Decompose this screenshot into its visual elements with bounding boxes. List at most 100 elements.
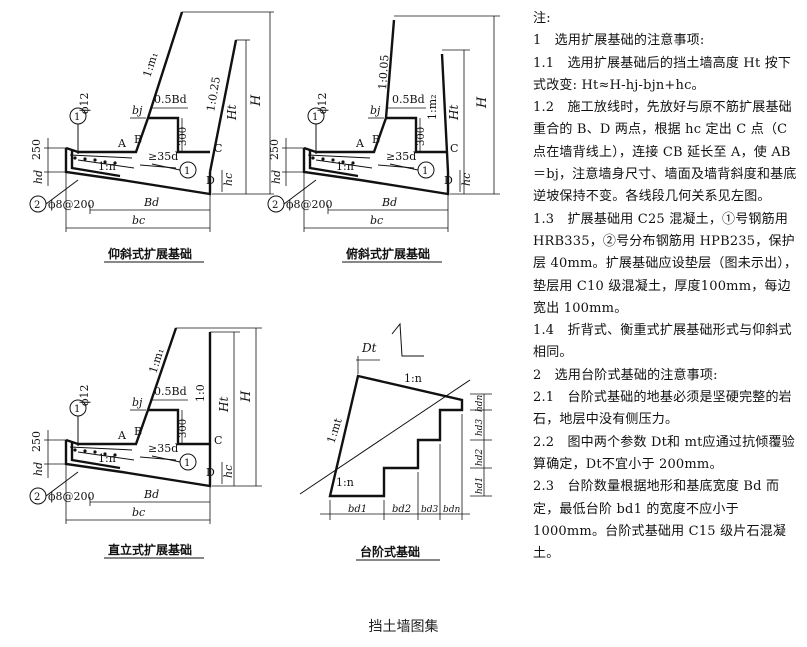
- p2-point-d: D: [444, 174, 453, 187]
- p1-point-c: C: [214, 142, 222, 155]
- p2-label-ht: Ht: [447, 105, 461, 121]
- p2-rebar-label: ϕ8@200: [286, 198, 333, 211]
- p4-label-bd3: bd3: [421, 505, 439, 515]
- p2-label-35d: ≥35d: [386, 150, 416, 163]
- notes-panel: 注: 1 选用扩展基础的注意事项: 1.1 选用扩展基础后的挡土墙高度 Ht 按…: [533, 8, 799, 565]
- p1-label-35d: ≥35d: [148, 150, 178, 163]
- p1-label-250: 250: [30, 139, 43, 160]
- p1-label-bj: bj: [132, 104, 143, 117]
- p1-label-ht: Ht: [225, 105, 239, 121]
- p2-point-c: C: [450, 142, 458, 155]
- figure-caption: 挡土墙图集: [368, 619, 439, 635]
- p2-label-phi12: ϕ12: [316, 93, 329, 115]
- p1-rebar-label: ϕ8@200: [48, 198, 95, 211]
- p3-label-bd: Bd: [143, 488, 159, 501]
- p4-label-hdn: hdn: [475, 394, 485, 412]
- p3-circle-1a: 1: [74, 404, 80, 415]
- p1-label-bc: bc: [132, 214, 145, 227]
- p1-label-half-bd: 0.5Bd: [154, 93, 187, 106]
- p4-label-bd1: bd1: [348, 504, 367, 515]
- p3-label-ht: Ht: [217, 397, 231, 413]
- p2-circle-1b: 1: [422, 166, 428, 177]
- p4-bottom-slope: 1:n: [336, 476, 354, 489]
- p4-label-bd2: bd2: [392, 504, 411, 515]
- panel-vertical-footing: 1:m₁ 1:0 Ht H hc hd 250 ϕ12 bj 0.5Bd 300…: [28, 327, 262, 559]
- p3-label-35d: ≥35d: [148, 442, 178, 455]
- note-line: 2 选用台阶式基础的注意事项:: [533, 367, 718, 383]
- p2-label-hc: hc: [460, 173, 473, 186]
- p3-circle-2: 2: [34, 492, 40, 503]
- p1-label-300: 300: [178, 127, 189, 146]
- panel-reclined-footing: 1:m₁ 1:0.25 Ht H hc hd 250 ϕ12 bj 0.5Bd …: [28, 11, 274, 263]
- p3-label-half-bd: 0.5Bd: [154, 385, 187, 398]
- p4-label-bdn: bdn: [443, 505, 461, 515]
- p4-title: 台阶式基础: [360, 544, 420, 559]
- p1-circle-2: 2: [34, 200, 40, 211]
- p3-label-hc: hc: [222, 465, 235, 478]
- p2-slope-back: 1:m₂: [426, 94, 439, 120]
- p1-label-hc: hc: [222, 173, 235, 186]
- p3-label-phi12: ϕ12: [78, 385, 91, 407]
- note-line: 1.1 选用扩展基础后的挡土墙高度 Ht 按下式改变: Ht≈H-hj-bjn+…: [533, 55, 792, 93]
- p1-slope-wall: 1:m₁: [140, 51, 160, 79]
- p1-circle-1a: 1: [74, 112, 80, 123]
- p2-circle-1a: 1: [312, 112, 318, 123]
- p3-point-d: D: [206, 466, 215, 479]
- p3-title: 直立式扩展基础: [108, 542, 192, 557]
- p1-label-1n: 1:n: [98, 160, 116, 173]
- p2-circle-2: 2: [272, 200, 278, 211]
- p2-slope-wall: 1:0.05: [376, 54, 391, 90]
- p2-label-bd: Bd: [381, 196, 397, 209]
- p2-label-half-bd: 0.5Bd: [392, 93, 425, 106]
- p2-point-a: A: [355, 137, 365, 150]
- p1-point-d: D: [206, 174, 215, 187]
- p3-label-300: 300: [178, 419, 189, 438]
- p1-label-bd: Bd: [143, 196, 159, 209]
- p1-title: 仰斜式扩展基础: [108, 246, 192, 261]
- note-line: 2.2 图中两个参数 Dt和 mt应通过抗倾覆验算确定，Dt不宜小于 200mm…: [533, 434, 795, 472]
- p3-point-a: A: [117, 429, 127, 442]
- p4-top-slope: 1:n: [404, 372, 422, 385]
- p1-point-a: A: [117, 137, 127, 150]
- note-line: 1.2 施工放线时，先放好与原不筋扩展基础重合的 B、D 两点，根据 hc 定出…: [533, 100, 797, 205]
- p4-label-hd3: hd3: [475, 418, 485, 436]
- p3-slope-back: 1:0: [194, 384, 207, 402]
- p3-label-bj: bj: [132, 396, 143, 409]
- p3-label-hd: hd: [32, 462, 45, 476]
- p1-label-hd: hd: [32, 170, 45, 184]
- p1-point-b: B: [134, 133, 142, 146]
- note-line: 注:: [533, 11, 551, 26]
- p3-circle-1b: 1: [184, 458, 190, 469]
- p2-label-250: 250: [268, 139, 281, 160]
- note-line: 1.4 折背式、衡重式扩展基础形式与仰斜式相同。: [533, 323, 792, 361]
- note-line: 2.3 台阶数量根据地形和基底宽度 Bd 而定，最低台阶 bd1 的宽度不应小于…: [533, 479, 787, 562]
- p1-slope-back: 1:0.25: [204, 76, 223, 113]
- note-line: 1.3 扩展基础用 C25 混凝土，①号钢筋用 HRB335，②号分布钢筋用 H…: [533, 211, 798, 316]
- p4-label-dt: Dt: [361, 341, 377, 355]
- p2-label-h: H: [475, 96, 490, 109]
- p1-label-phi12: ϕ12: [78, 93, 91, 115]
- p3-point-b: B: [134, 425, 142, 438]
- p4-label-hd2: hd2: [475, 448, 485, 466]
- panel-inclined-footing: 1:0.05 1:m₂ Ht H hc hd 250 ϕ12 bj 0.5Bd …: [266, 15, 500, 263]
- p2-label-300: 300: [416, 127, 427, 146]
- p3-label-250: 250: [30, 431, 43, 452]
- note-line: 1 选用扩展基础的注意事项:: [533, 33, 705, 49]
- p2-label-bj: bj: [370, 104, 381, 117]
- p4-label-hd1: hd1: [475, 477, 485, 494]
- drawings-canvas: 1:m₁ 1:0.25 Ht H hc hd 250 ϕ12 bj 0.5Bd …: [28, 11, 500, 561]
- p2-label-hd: hd: [270, 170, 283, 184]
- p3-point-c: C: [214, 434, 222, 447]
- p1-label-h: H: [249, 94, 264, 107]
- p2-label-bc: bc: [370, 214, 383, 227]
- note-line: 2.1 台阶式基础的地基必须是坚硬完整的岩石，地层中没有侧压力。: [533, 390, 792, 428]
- panel-stepped-footing: Dt 1:n 1:n 1:mt bd1 bd2 bd3 bdn hdn hd3 …: [299, 322, 492, 561]
- p3-label-bc: bc: [132, 506, 145, 519]
- p3-rebar-label: ϕ8@200: [48, 490, 95, 503]
- p2-title: 俯斜式扩展基础: [346, 246, 430, 261]
- p3-label-1n: 1:n: [98, 452, 116, 465]
- p2-point-b: B: [372, 133, 380, 146]
- p3-label-h: H: [239, 390, 254, 403]
- p2-label-1n: 1:n: [336, 160, 354, 173]
- p1-circle-1b: 1: [184, 166, 190, 177]
